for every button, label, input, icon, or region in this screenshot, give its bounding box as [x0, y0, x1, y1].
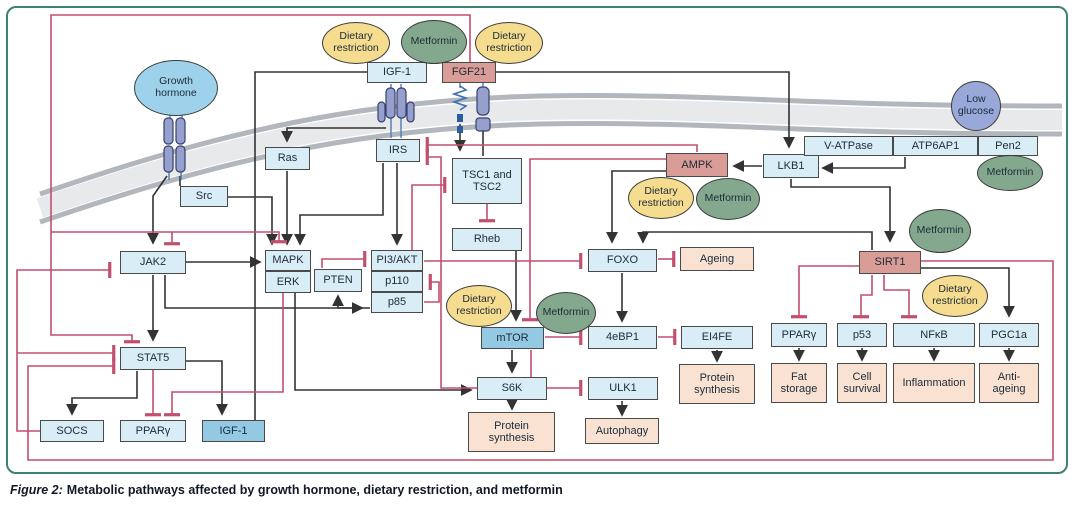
figure-frame	[6, 6, 1068, 474]
ellipse-dietary-restriction-ampk: Dietary restriction	[628, 177, 694, 219]
activation-lines	[66, 71, 1015, 420]
node-jak2: JAK2	[120, 251, 186, 274]
node-ageing: Ageing	[680, 247, 754, 271]
node-src: Src	[180, 186, 228, 207]
node-p85: p85	[371, 292, 423, 313]
node-inflammation: Inflammation	[893, 363, 975, 403]
figure-caption-text: Metabolic pathways affected by growth ho…	[66, 483, 563, 497]
node-lkb1: LKB1	[763, 154, 819, 178]
node-cell-survival: Cell survival	[837, 363, 887, 403]
node-mtor: mTOR	[481, 327, 544, 349]
ellipse-growth-hormone: Growth hormone	[134, 60, 218, 116]
node-foxo: FOXO	[588, 249, 657, 272]
ellipse-metformin-sirt1: Metformin	[909, 209, 971, 253]
node-stat5: STAT5	[120, 347, 186, 370]
node-anti-ageing: Anti-ageing	[979, 363, 1039, 403]
node-fgf21: FGF21	[442, 62, 496, 83]
node-pi3-akt: PI3/AKT	[371, 250, 423, 271]
cell-membrane	[36, 93, 1063, 225]
node-igf1-output: IGF-1	[202, 420, 265, 442]
node-autophagy: Autophagy	[585, 418, 659, 444]
node-ras: Ras	[265, 147, 310, 170]
ellipse-metformin-mtor: Metformin	[536, 292, 596, 334]
ellipse-low-glucose: Low glucose	[951, 81, 1001, 131]
node-irs: IRS	[376, 139, 420, 162]
node-s6k: S6K	[477, 377, 547, 400]
node-v-atpase: V-ATPase	[804, 136, 893, 156]
figure-caption-number: Figure 2:	[10, 483, 63, 497]
inhibition-lines	[16, 14, 1054, 461]
node-ei4fe: EI4FE	[681, 326, 753, 349]
node-erk: ERK	[265, 271, 311, 293]
node-pten: PTEN	[314, 269, 362, 292]
ellipse-metformin-pen2: Metformin	[977, 155, 1043, 191]
node-pparg-right: PPARγ	[771, 323, 827, 347]
ellipse-metformin-ampk: Metformin	[696, 178, 760, 220]
node-igf1-ligand: IGF-1	[367, 62, 427, 83]
node-protein-synthesis-left: Protein synthesis	[468, 412, 555, 452]
growth-hormone-receptor-icon	[163, 115, 186, 180]
node-ampk: AMPK	[666, 153, 728, 177]
node-pen2: Pen2	[978, 136, 1038, 156]
node-sirt1: SIRT1	[859, 251, 921, 274]
node-atp6ap1: ATP6AP1	[893, 136, 978, 156]
node-tsc1-tsc2: TSC1 and TSC2	[452, 158, 522, 204]
node-protein-synthesis-right: Protein synthesis	[679, 364, 755, 404]
node-nfkb: NFκB	[893, 323, 975, 347]
node-mapk: MAPK	[265, 250, 311, 271]
ellipse-metformin-igf1: Metformin	[401, 20, 467, 64]
node-ulk1: ULK1	[588, 377, 658, 400]
node-rheb: Rheb	[452, 228, 522, 251]
ellipse-dietary-restriction-sirt1: Dietary restriction	[922, 275, 988, 317]
node-fat-storage: Fat storage	[771, 363, 827, 403]
figure-caption: Figure 2:Metabolic pathways affected by …	[10, 483, 563, 497]
node-socs: SOCS	[40, 420, 104, 442]
node-pparg-left: PPARγ	[120, 420, 186, 442]
node-p110: p110	[371, 271, 423, 292]
node-pgc1a: PGC1a	[979, 323, 1039, 347]
node-p53: p53	[837, 323, 887, 347]
ellipse-dietary-restriction-igf1: Dietary restriction	[322, 22, 390, 64]
igf1-receptor-icon	[377, 84, 415, 138]
ellipse-dietary-restriction-mtor: Dietary restriction	[446, 285, 512, 327]
ellipse-dietary-restriction-fgf21: Dietary restriction	[475, 22, 543, 64]
node-4ebp1: 4eBP1	[588, 326, 657, 349]
fgf21-receptor-icon	[451, 82, 491, 133]
